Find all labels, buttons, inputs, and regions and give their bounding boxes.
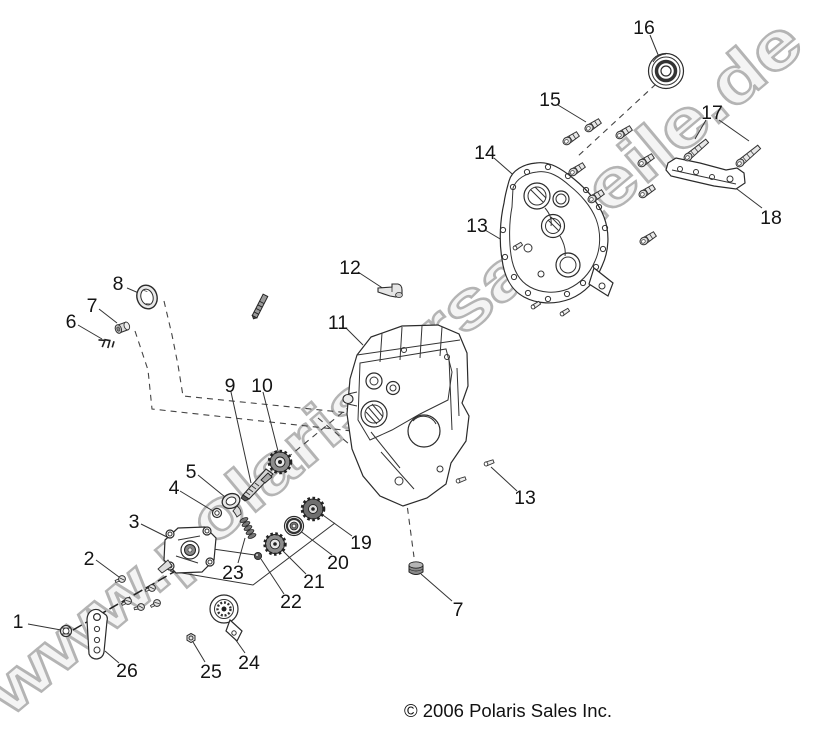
part-drive-gear: [267, 449, 293, 475]
construction-lines: [169, 522, 336, 586]
callout-8: 8: [113, 273, 124, 295]
part-spring-clip: [98, 338, 115, 349]
part-spring: [239, 517, 257, 539]
part-idler-gear: [300, 496, 326, 522]
part-plug-left: [114, 321, 131, 334]
part-ball: [253, 551, 263, 561]
part-shaft-seal: [221, 492, 242, 518]
callout-23: 23: [222, 562, 244, 584]
callout-6: 6: [66, 311, 77, 333]
callout-labels: 1 2 3 4 5 6 7 8 9 10 11 12 13 14 15 16 1…: [13, 17, 782, 683]
part-ball-bearing: [647, 52, 685, 90]
callout-10: 10: [251, 375, 273, 397]
callout-4: 4: [169, 477, 180, 499]
part-flange-nut: [59, 624, 73, 638]
callout-13-top: 13: [466, 215, 488, 237]
part-pump-gear: [263, 532, 287, 556]
callout-20: 20: [327, 552, 349, 574]
callout-21: 21: [303, 571, 325, 593]
callout-19: 19: [350, 532, 372, 554]
part-small-nut: [186, 632, 196, 644]
callout-15: 15: [539, 89, 561, 111]
part-pump-shaft: [240, 468, 274, 502]
callout-18: 18: [760, 207, 782, 229]
callout-13-bottom: 13: [514, 487, 536, 509]
part-small-bearing: [283, 515, 305, 537]
callout-26: 26: [116, 660, 138, 682]
part-main-gearbox-housing: [342, 324, 470, 507]
callout-25: 25: [200, 661, 222, 683]
part-oil-pump: [157, 526, 217, 574]
part-tensioner-roller: [209, 594, 243, 642]
callout-12: 12: [339, 257, 361, 279]
callout-22: 22: [280, 591, 302, 613]
part-drain-plug: [408, 561, 424, 575]
leader-lines: [27, 34, 763, 664]
callout-17: 17: [701, 102, 723, 124]
part-link-plate: [86, 608, 108, 660]
callout-1: 1: [13, 611, 24, 633]
callout-2: 2: [84, 548, 95, 570]
callout-14: 14: [474, 142, 496, 164]
callout-5: 5: [186, 461, 197, 483]
part-washer: [211, 507, 223, 519]
callout-16: 16: [633, 17, 655, 39]
callout-9: 9: [225, 375, 236, 397]
copyright-text: © 2006 Polaris Sales Inc.: [404, 700, 612, 721]
part-seal-ring: [136, 284, 158, 310]
callout-7-bottom: 7: [453, 599, 464, 621]
callout-11: 11: [328, 312, 348, 334]
callout-24: 24: [238, 652, 260, 674]
callout-3: 3: [129, 511, 140, 533]
part-breather-fitting: [377, 283, 403, 298]
part-mounting-bracket: [665, 157, 746, 190]
callout-7-left: 7: [87, 295, 98, 317]
part-threaded-stud: [251, 293, 269, 320]
part-gearbox-cover: [499, 162, 614, 304]
